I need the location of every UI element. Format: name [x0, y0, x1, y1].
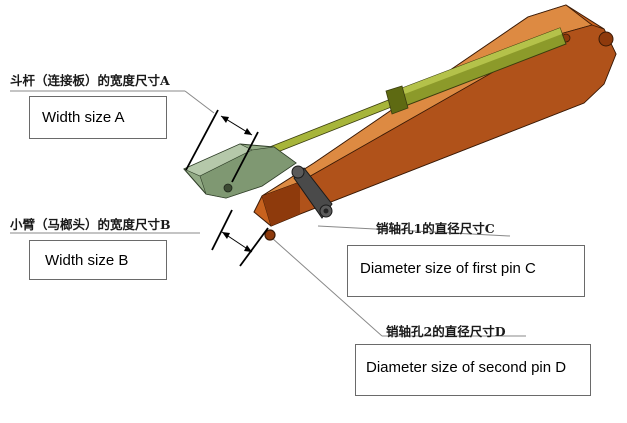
connection-plate: [183, 143, 297, 199]
pin-hole-d: [264, 229, 276, 241]
leader-c: [317, 225, 511, 237]
label-c-box: Diameter size of first pin C: [347, 245, 585, 297]
label-b-chinese: 小臂（马榔头）的宽度尺寸B: [10, 217, 171, 232]
pin-hole-c: [323, 208, 329, 214]
label-d-english: Diameter size of second pin D: [366, 359, 567, 376]
plate-pin-hole: [223, 183, 233, 193]
label-a-english: Width size A: [42, 109, 125, 126]
link-bar: [291, 165, 333, 219]
leader-lines: [10, 90, 526, 337]
leader-a-diagonal: [184, 90, 215, 114]
label-a-chinese: 斗杆（连接板）的宽度尺寸A: [10, 73, 170, 88]
label-d-chinese: 销轴孔2的直径尺寸D: [386, 324, 506, 339]
hydraulic-cylinder: [261, 27, 567, 158]
pivot-hole-top: [598, 31, 614, 47]
dimension-b: [211, 209, 269, 267]
leader-d-diagonal: [271, 237, 383, 337]
label-a-box: Width size A: [29, 96, 167, 139]
label-d-box: Diameter size of second pin D: [355, 344, 591, 396]
label-c-chinese: 销轴孔1的直径尺寸C: [376, 221, 495, 236]
label-c-english: Diameter size of first pin C: [360, 260, 536, 277]
label-b-box: Width size B: [29, 240, 167, 280]
dimension-a: [185, 109, 259, 183]
label-b-english: Width size B: [45, 252, 129, 269]
